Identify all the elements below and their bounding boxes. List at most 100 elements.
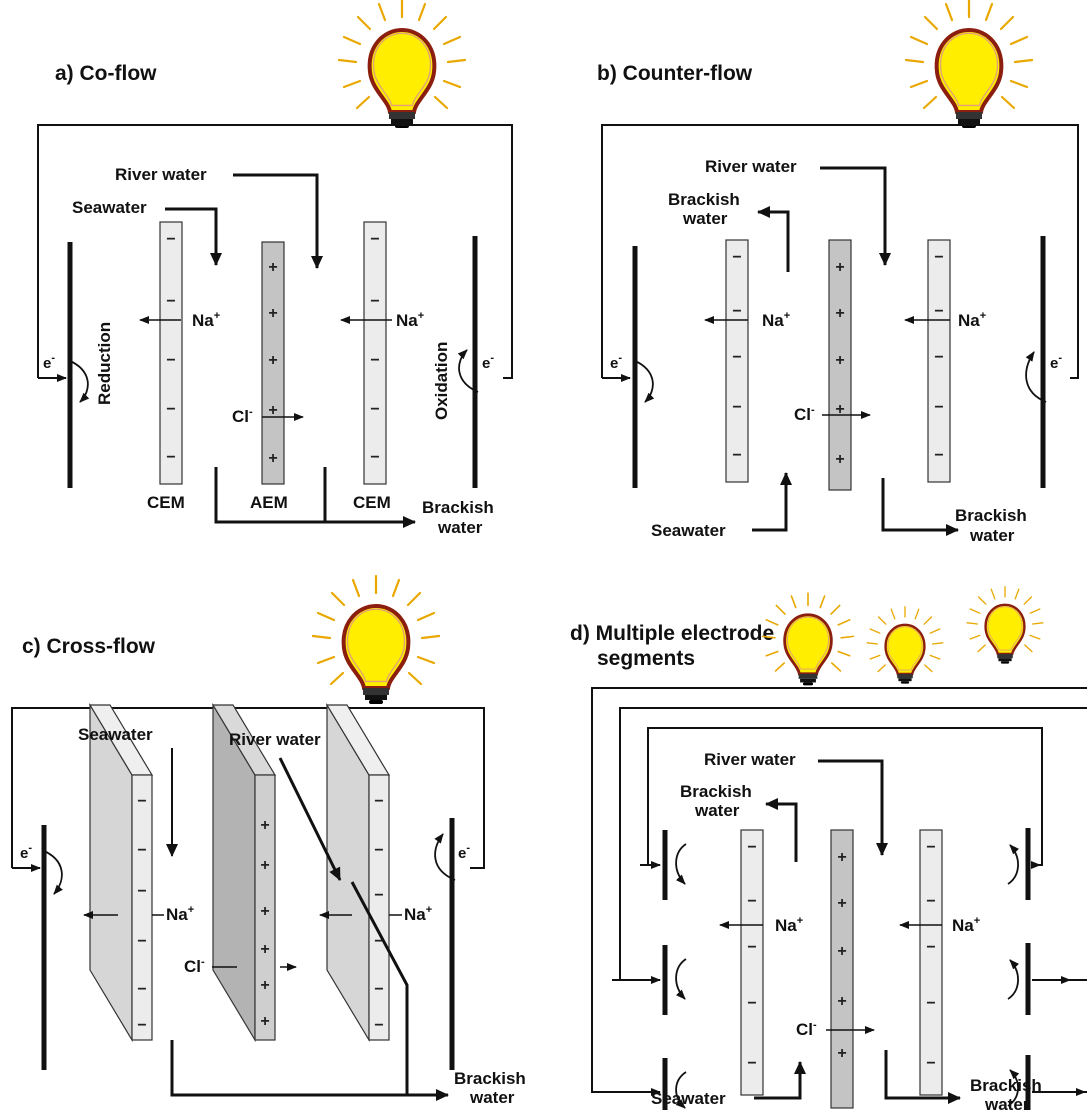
river-water-inlet-arrow (820, 166, 891, 266)
svg-text:+: + (837, 895, 846, 912)
light-bulb-icon (904, 0, 1034, 130)
membrane-charge-signs: −−−−− +++++ −−−−− (166, 231, 379, 467)
svg-text:−: − (166, 449, 175, 466)
oxidation-label: Oxidation (432, 342, 451, 420)
river-water-label: River water (704, 750, 796, 769)
cem-membrane-right-3d (325, 702, 391, 1043)
svg-text:+: + (837, 849, 846, 866)
svg-text:−: − (934, 399, 943, 416)
svg-text:−: − (374, 981, 383, 998)
svg-text:−: − (374, 793, 383, 810)
svg-text:+: + (260, 817, 269, 834)
anode-segments (1007, 828, 1031, 1110)
chloride-ion-label: Cl- (796, 1019, 817, 1039)
svg-text:+: + (837, 993, 846, 1010)
seawater-label: Seawater (72, 198, 147, 217)
panel-b-counter-flow: b) Counter-flow e- e- −−−−− +++++ −−−−− … (597, 0, 1079, 545)
reduction-arrow (67, 359, 90, 403)
light-bulb-icon (866, 605, 945, 685)
svg-text:+: + (260, 1013, 269, 1030)
svg-text:−: − (137, 1017, 146, 1034)
sodium-ion-label: Na+ (775, 915, 803, 935)
svg-text:−: − (166, 352, 175, 369)
svg-text:−: − (370, 352, 379, 369)
svg-text:−: − (926, 939, 935, 956)
svg-text:−: − (370, 401, 379, 418)
electron-label-left: e- (610, 352, 622, 372)
aem-membrane (828, 239, 852, 491)
svg-text:−: − (747, 893, 756, 910)
cem-membrane-left (725, 239, 749, 483)
seawater-label: Seawater (651, 521, 726, 540)
river-water-inlet-arrow (818, 759, 888, 856)
svg-text:−: − (926, 839, 935, 856)
sodium-ion-label: Na+ (762, 310, 790, 330)
brackish-outlet-arrow (881, 478, 959, 536)
electron-label-right: e- (482, 352, 494, 372)
svg-text:−: − (374, 842, 383, 859)
svg-text:+: + (260, 903, 269, 920)
light-bulb-icon (761, 591, 855, 687)
svg-text:+: + (268, 450, 277, 467)
svg-text:−: − (934, 249, 943, 266)
chloride-ion-label: Cl- (232, 406, 253, 426)
svg-text:−: − (374, 887, 383, 904)
svg-text:+: + (268, 352, 277, 369)
panel-b-title: b) Counter-flow (597, 62, 753, 85)
river-water-channel-line (350, 881, 409, 1095)
cem-membrane-left-3d (88, 702, 154, 1043)
svg-text:+: + (268, 259, 277, 276)
membrane-charge-signs: −−−−− +++++ −−−−− (732, 249, 943, 468)
svg-text:−: − (137, 883, 146, 900)
cem-membrane-left (740, 829, 764, 1096)
oxidation-arrow (457, 349, 479, 393)
chloride-ion-label: Cl- (184, 956, 205, 976)
svg-text:−: − (166, 231, 175, 248)
external-circuit-wire (601, 124, 1079, 379)
brackish-outlet-arrow (170, 1040, 449, 1101)
cem-membrane-right (927, 239, 951, 483)
cathode-segments (662, 830, 687, 1110)
electron-label-right: e- (458, 842, 470, 862)
river-water-label: River water (229, 730, 321, 749)
aem-label: AEM (250, 493, 288, 512)
svg-text:−: − (926, 1055, 935, 1072)
chloride-ion-label: Cl- (794, 404, 815, 424)
cem-membrane-right (363, 221, 387, 485)
cem-membrane-left (159, 221, 183, 485)
svg-text:−: − (732, 447, 741, 464)
oxidation-arrow (1025, 351, 1047, 403)
sodium-ion-label: Na+ (404, 904, 432, 924)
svg-text:+: + (260, 941, 269, 958)
svg-text:+: + (835, 352, 844, 369)
svg-text:+: + (835, 305, 844, 322)
seawater-label: Seawater (78, 725, 153, 744)
reduction-arrow (41, 849, 63, 895)
svg-text:+: + (260, 977, 269, 994)
seawater-inlet-arrow (165, 207, 222, 266)
svg-text:−: − (374, 1017, 383, 1034)
light-bulb-icon (311, 574, 441, 706)
svg-text:−: − (747, 995, 756, 1012)
svg-text:−: − (747, 1055, 756, 1072)
brackish-water-top-outlet-arrow (765, 798, 798, 862)
cem-membrane-right (919, 829, 943, 1096)
electron-label-right: e- (1050, 352, 1062, 372)
membrane-charge-signs: −−−−−− ++++++ −−−−−− (137, 793, 383, 1034)
svg-text:−: − (747, 839, 756, 856)
external-circuit-wire (37, 124, 513, 379)
svg-text:+: + (835, 259, 844, 276)
svg-text:−: − (934, 447, 943, 464)
svg-text:−: − (166, 293, 175, 310)
seawater-inlet-arrow (752, 472, 792, 532)
svg-text:+: + (835, 401, 844, 418)
panel-a-title: a) Co-flow (55, 62, 157, 85)
sodium-ion-label: Na+ (396, 310, 424, 330)
